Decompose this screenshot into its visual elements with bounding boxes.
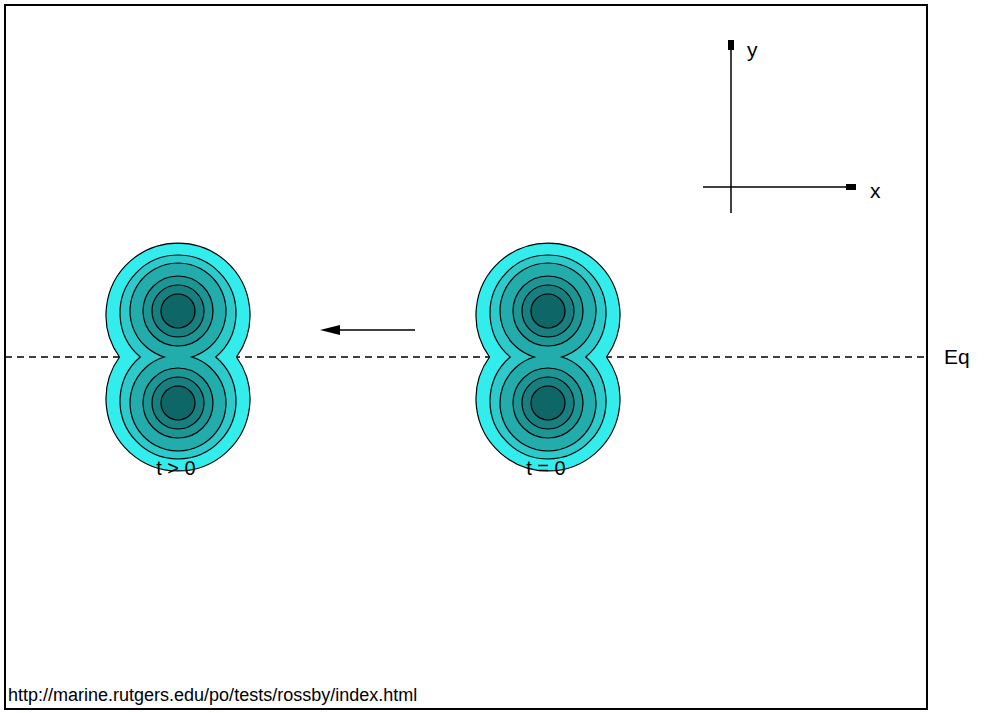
- vortex-pair-initial: [476, 243, 620, 471]
- source-url: http://marine.rutgers.edu/po/tests/rossb…: [8, 686, 417, 706]
- equator-label: Eq: [944, 345, 970, 368]
- axes: [703, 40, 856, 213]
- time-label: t = 0: [526, 457, 565, 479]
- axis-label: y: [747, 38, 758, 61]
- time-label: t > 0: [156, 457, 195, 479]
- frame: [5, 5, 927, 709]
- axis-label: x: [870, 179, 881, 202]
- vortex-pair-later: [106, 243, 250, 471]
- propagation-arrow: [320, 325, 415, 335]
